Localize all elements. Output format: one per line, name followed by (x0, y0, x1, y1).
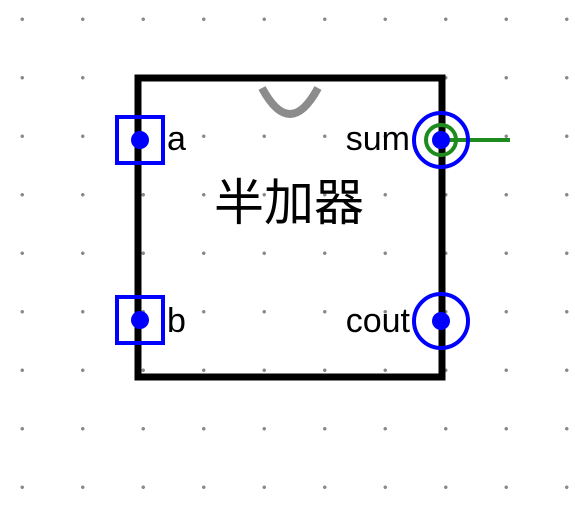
input-pin-b[interactable] (115, 295, 165, 345)
pin-dot-icon (131, 311, 149, 329)
output-label-sum: sum (345, 120, 410, 158)
input-pin-square-icon (115, 115, 165, 165)
pin-dot-icon (432, 312, 450, 330)
output-pin-cout[interactable] (412, 292, 470, 350)
component-title: 半加器 (214, 174, 364, 232)
input-pin-square-icon (115, 295, 165, 345)
input-pin-a[interactable] (115, 115, 165, 165)
pin-dot-icon (432, 131, 450, 149)
output-pin-circle-icon (412, 111, 470, 169)
half-adder-body[interactable] (134, 74, 446, 381)
pin-dot-icon (131, 131, 149, 149)
input-label-b: b (167, 302, 186, 340)
wire-connection-ring-icon (424, 123, 458, 157)
input-label-a: a (167, 120, 186, 158)
orientation-notch-icon (258, 86, 322, 118)
output-label-cout: cout (345, 302, 410, 340)
output-pin-sum[interactable] (412, 111, 470, 169)
output-pin-circle-icon (412, 292, 470, 350)
